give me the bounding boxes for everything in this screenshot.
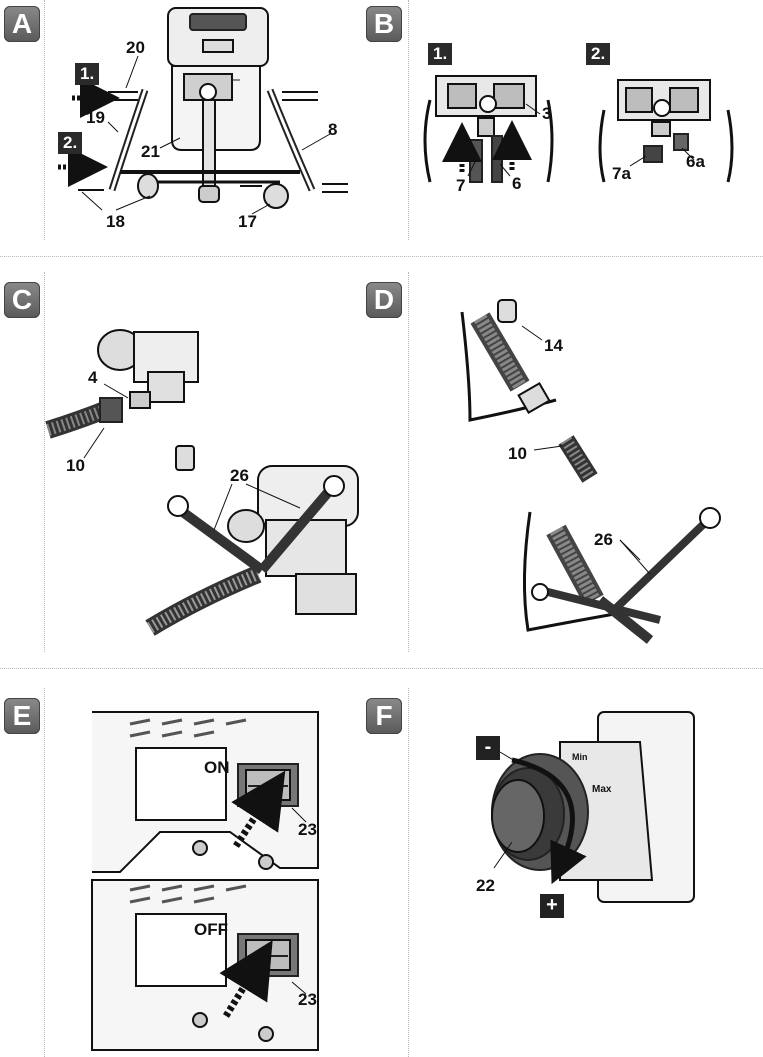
divider-cd [408,272,409,652]
panel-tag-a: A [4,6,40,42]
callout-23-off: 23 [298,990,317,1009]
callout-7: 7 [456,176,466,195]
panel-tag-c: C [4,282,40,318]
panel-b-drawing [423,75,734,183]
switch-on-label: ON [204,758,230,777]
callout-18: 18 [106,212,125,231]
plus-sign: + [540,894,564,918]
callout-10-d: 10 [508,444,527,463]
callout-7a: 7a [612,164,631,183]
panel-tag-d: D [366,282,402,318]
divider-ab [408,0,409,240]
panel-e-drawing [91,711,319,1051]
callout-8: 8 [328,120,338,139]
callout-20: 20 [126,38,145,57]
dial-max-mark: Max [592,784,612,795]
step-tag-a2: 2. [58,132,83,154]
panel-tag-b: B [366,6,402,42]
callout-10-c: 10 [66,456,85,475]
panel-a-drawing [58,7,348,215]
panel-f-drawing [491,711,695,903]
divider-e-left [44,688,45,1057]
callout-6a: 6a [686,152,705,171]
switch-off-label: OFF [194,920,228,939]
step-tag-b1: 1. [428,43,453,65]
callout-22: 22 [476,876,495,895]
step-tag-a1: 1. [75,63,100,85]
callout-19: 19 [86,108,105,127]
callout-23-on: 23 [298,820,317,839]
callout-6: 6 [512,174,522,193]
panel-c-drawing [45,329,359,636]
divider-c-left [44,272,45,652]
callout-14: 14 [544,336,563,355]
panel-d-drawing [460,299,721,644]
divider-row-1 [0,256,763,257]
divider-ef [408,688,409,1057]
panel-tag-f: F [366,698,402,734]
divider-a-left [44,0,45,240]
panel-tag-e: E [4,698,40,734]
callout-17: 17 [238,212,257,231]
callout-26-c: 26 [230,466,249,485]
step-tag-b2: 2. [586,43,611,65]
divider-row-2 [0,668,763,669]
callout-4: 4 [88,368,98,387]
dial-min-mark: Min [572,752,588,762]
callout-21: 21 [141,142,160,161]
callout-3: 3 [542,104,552,123]
callout-26-d: 26 [594,530,613,549]
minus-sign: - [476,736,500,760]
